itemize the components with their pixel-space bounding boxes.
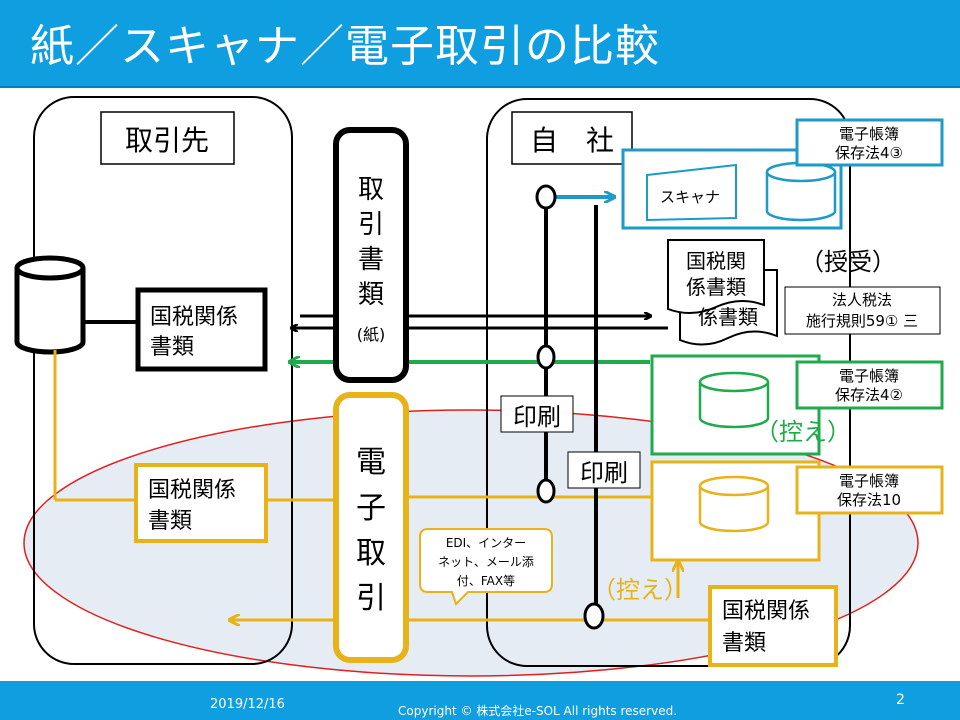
electronic-char-3: 取: [356, 536, 386, 571]
tax-docs-company-line2: 書類: [722, 631, 766, 656]
node-green: [536, 344, 556, 370]
tax-docs-partner-line1: 国税関係: [148, 478, 236, 503]
yellow-database-icon: [698, 475, 770, 533]
node-bottom: [583, 602, 605, 630]
law-black-line2: 施行規則59① 三: [806, 312, 918, 330]
partner-label: 取引先: [125, 124, 209, 157]
edi-note-line2: ネット、メール添: [438, 555, 534, 569]
law-green-box: [795, 360, 944, 410]
electronic-char-2: 子: [356, 491, 386, 526]
company-label-box: [511, 111, 633, 165]
paper-docs-char-2: 引: [358, 210, 384, 240]
tax-docs-partner-line2: 書類: [148, 509, 192, 534]
paper-documents-box: [333, 127, 409, 383]
tax-docs-box-company-electronic: [708, 585, 838, 667]
paper-docs-char-1: 取: [358, 175, 384, 205]
law-green-line1: 電子帳簿: [839, 367, 899, 385]
tax-docs-box-paper: [135, 287, 268, 372]
title-bar: 紙／スキャナ／電子取引の比較: [0, 0, 960, 88]
tax-docs-paper-line1: 国税関係: [150, 305, 238, 330]
partner-panel: [33, 96, 293, 665]
tax-docs-company-line1: 国税関係: [722, 599, 810, 624]
paper-docs-sub: (紙): [357, 325, 386, 344]
electronic-char-4: 引: [356, 581, 386, 616]
footer-copyright: Copyright © 株式会社e-SOL All rights reserve…: [398, 704, 678, 718]
paper-docs-char-3: 書: [358, 245, 384, 275]
receipt-label: （授受）: [800, 248, 896, 276]
node-yellow: [536, 478, 556, 504]
print-label-1-box: [500, 395, 574, 433]
green-database-icon: [698, 371, 770, 429]
scanner-database-icon: [765, 161, 837, 222]
tax-docs-paper-line2: 書類: [150, 335, 194, 360]
partner-label-box: [100, 111, 235, 165]
node-scanner: [535, 184, 557, 210]
law-yellow-box: [795, 465, 944, 515]
edi-note-line1: EDI、インター: [446, 536, 526, 550]
document-stack-icon: [667, 239, 778, 346]
law-yellow-line1: 電子帳簿: [839, 472, 899, 490]
edi-callout: [419, 528, 553, 606]
edi-note-line3: 付、FAX等: [457, 574, 515, 588]
law-black-box: [784, 286, 941, 335]
tax-docs-doc-line1: 国税関: [686, 249, 746, 273]
print-label-2-box: [567, 451, 641, 489]
tax-docs-doc-back: 係書類: [698, 305, 758, 329]
law-blue-line2: 保存法4③: [835, 144, 903, 162]
print-label-1: 印刷: [513, 403, 561, 431]
page-number: 2: [896, 692, 905, 708]
tax-docs-doc-line2: 係書類: [686, 275, 746, 299]
electronic-char-1: 電: [356, 445, 386, 480]
copy-label-green: （控え）: [755, 418, 851, 446]
law-black-line1: 法人税法: [832, 291, 892, 309]
paper-docs-char-4: 類: [358, 280, 384, 310]
law-blue-box: [795, 118, 944, 167]
law-yellow-line2: 保存法10: [837, 491, 901, 509]
page-title: 紙／スキャナ／電子取引の比較: [30, 21, 660, 72]
law-green-line2: 保存法4②: [835, 386, 903, 404]
company-label: 自 社: [530, 124, 614, 157]
electronic-transaction-box: [333, 392, 409, 663]
tax-docs-box-partner-electronic: [134, 463, 268, 543]
footer-bar: [0, 681, 960, 720]
scanner-icon: [646, 163, 737, 222]
copy-label-yellow: （控え）: [592, 576, 688, 604]
law-blue-line1: 電子帳簿: [839, 125, 899, 143]
print-label-2: 印刷: [580, 459, 628, 487]
footer-date: 2019/12/16: [210, 697, 285, 712]
partner-database-icon: [14, 255, 86, 355]
scanner-label: スキャナ: [660, 188, 720, 206]
